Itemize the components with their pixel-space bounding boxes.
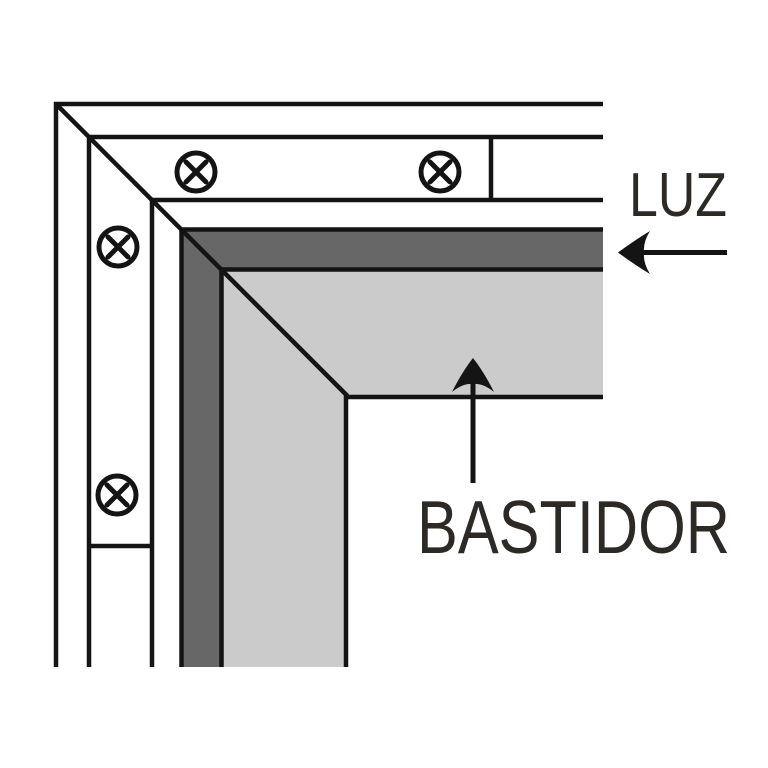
screw-cross [105,234,131,260]
luz-arrow-head [618,231,650,274]
bastidor-label: BASTIDOR [417,485,730,569]
dark-band-inner-edge [219,267,603,667]
screw-cross [183,159,209,185]
luz-arrow-left-icon [618,231,727,274]
screw-icon [418,150,462,194]
frame-lines [53,101,603,667]
bastidor-arrow-up-icon [452,358,494,483]
dark-band-outer-edge [179,227,603,667]
screw-icon [95,473,139,517]
miter-joint-diagonal [54,102,350,398]
bastidor-band [221,269,603,667]
bastidor-arrow-head [452,358,494,392]
screw-cross [104,482,130,508]
screws [95,150,462,517]
screw-icon [174,150,218,194]
luz-label: LUZ [629,161,727,230]
screw-cross [427,159,453,185]
bastidor-inner-edge [343,394,603,667]
screw-icon [96,225,140,269]
